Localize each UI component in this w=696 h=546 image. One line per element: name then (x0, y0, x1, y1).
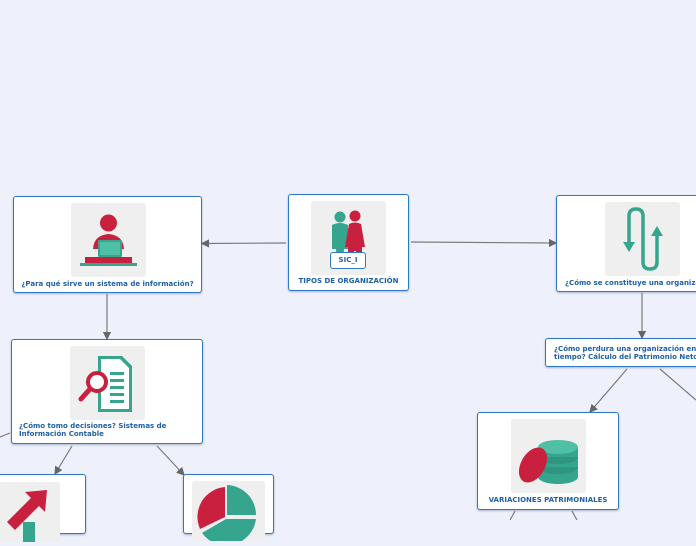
node-toma-de-decisiones[interactable]: ¿Cómo tomo decisiones? Sistemas de Infor… (11, 339, 203, 444)
pie-chart-icon (197, 485, 256, 546)
node-constitucion[interactable]: ¿Cómo se constituye una organiza (556, 195, 696, 292)
node-title-line1: ¿Cómo perdura una organización en (554, 345, 696, 353)
link-center-to-info (200, 239, 287, 248)
node-variaciones-patrimoniales[interactable]: VARIACIONES PATRIMONIALES (477, 412, 619, 510)
node-thumbnail (192, 481, 265, 546)
link-decisions-to-bottom-mid (156, 445, 185, 476)
node-title: TIPOS DE ORGANIZACIÓN (298, 277, 399, 285)
node-tipos-de-organizacion[interactable]: SIC_I TIPOS DE ORGANIZACIÓN (288, 194, 409, 291)
document-search-icon (78, 356, 132, 412)
link-decisions-offscreen (0, 432, 11, 438)
node-title-line1: ¿Cómo tomo decisiones? Sistemas de (19, 422, 167, 430)
growth-arrow-icon (7, 490, 47, 542)
node-thumbnail (511, 419, 586, 493)
node-title: VARIACIONES PATRIMONIALES (488, 496, 608, 504)
link-patrimony-offscreen (659, 368, 696, 401)
link-decisions-to-bottom-left (54, 445, 73, 476)
node-title-line2: Información Contable (19, 430, 104, 438)
connector-lines (0, 238, 696, 520)
node-title-line2: tiempo? Cálculo del Patrimonio Neto (554, 353, 696, 361)
node-thumbnail (605, 202, 680, 276)
node-thumbnail (0, 482, 60, 542)
link-patrimony-to-variations (589, 368, 628, 413)
node-tag[interactable]: SIC_I (330, 252, 366, 269)
node-thumbnail (70, 346, 145, 420)
node-patrimonio-neto[interactable]: ¿Cómo perdura una organización en tiempo… (545, 338, 696, 367)
node-sistema-de-informacion[interactable]: ¿Para qué sirve un sistema de informació… (13, 196, 202, 293)
link-variations-down-right (571, 510, 578, 520)
person-computer-icon (80, 214, 137, 266)
node-bottom-left[interactable] (0, 474, 86, 542)
link-center-to-constitution (410, 238, 558, 248)
coins-icon (518, 440, 578, 484)
flow-arrows-icon (623, 207, 663, 271)
node-title: ¿Cómo se constituye una organiza (565, 279, 696, 287)
link-variations-down-left (509, 510, 516, 520)
node-bottom-mid[interactable] (183, 474, 274, 546)
node-thumbnail (71, 203, 146, 277)
node-title: ¿Para qué sirve un sistema de informació… (21, 280, 194, 288)
